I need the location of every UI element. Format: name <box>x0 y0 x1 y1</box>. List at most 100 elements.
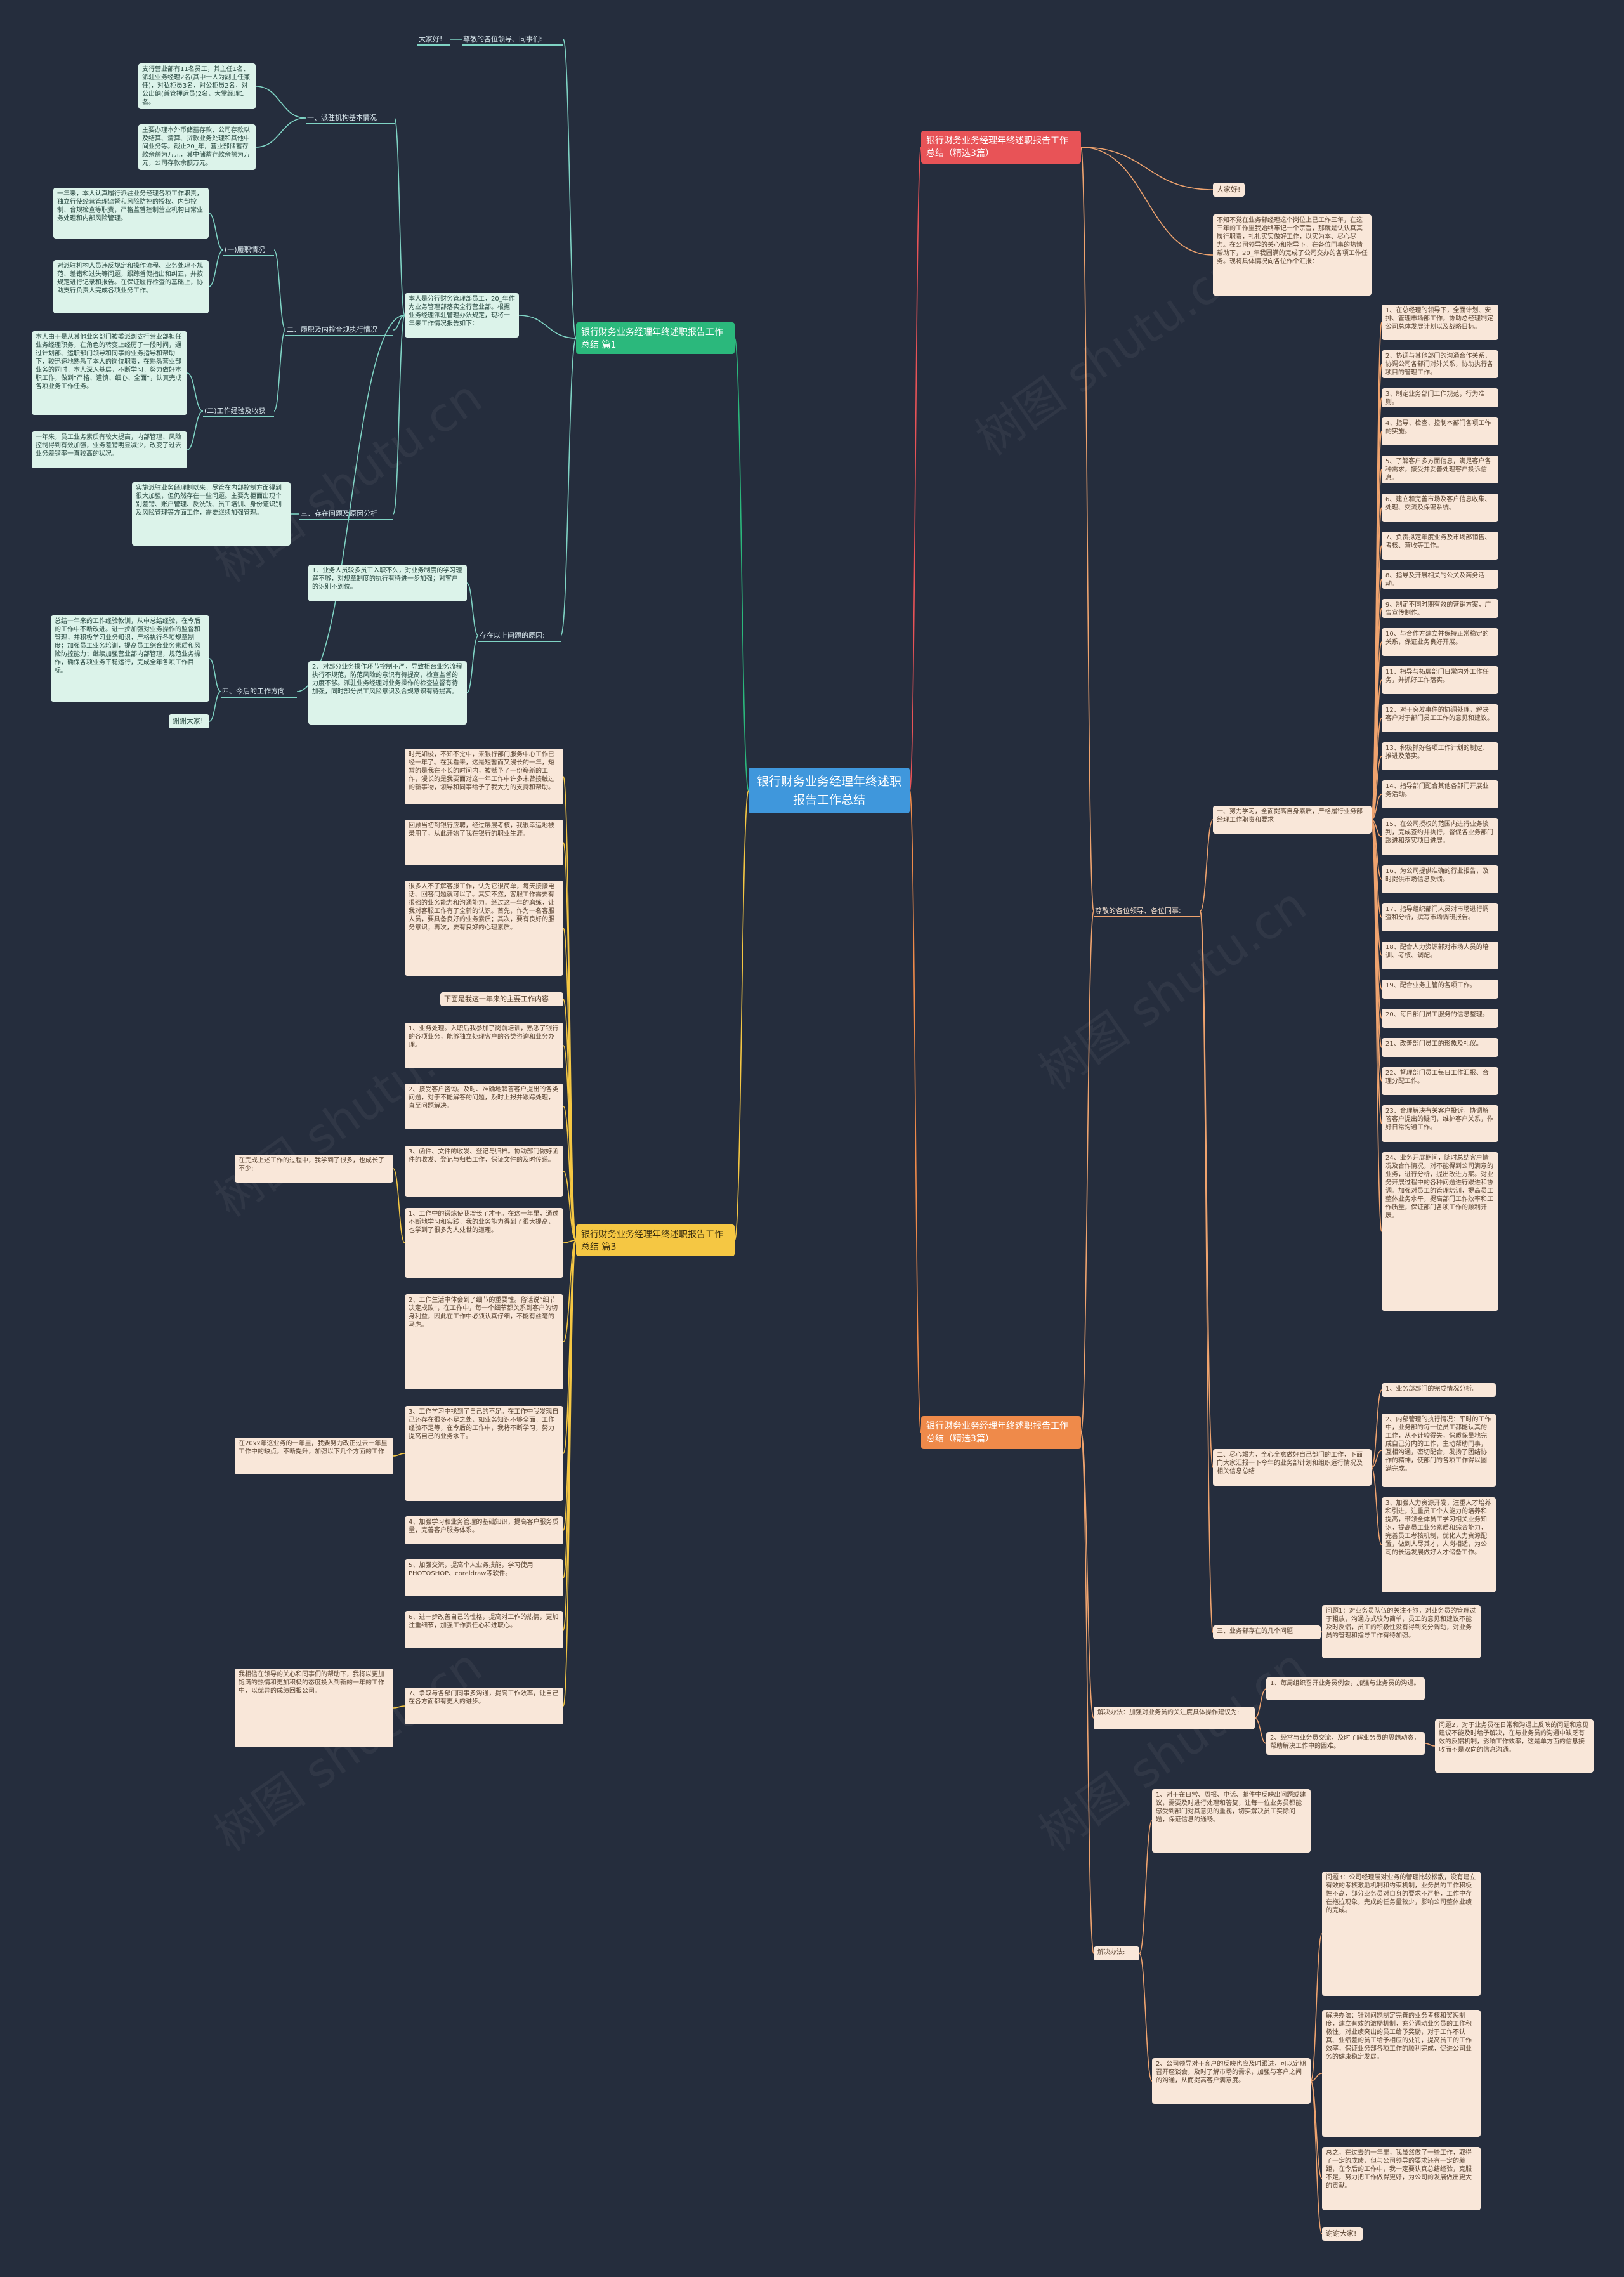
list-item[interactable]: 8、指导及开展相关的公关及商务活动。 <box>1382 570 1498 589</box>
leaf-text[interactable]: 主要办理本外币储蓄存款、公司存款以及结算、清算、贷款业务处理和其他中间业务等。截… <box>138 124 256 170</box>
list-item[interactable]: 7、争取与各部门同事多沟通，提高工作效率，让自己在各方面都有更大的进步。 <box>405 1688 563 1724</box>
connector <box>255 86 306 119</box>
leaf-text[interactable]: 2、对部分业务操作环节控制不严，导致柜台业务流程执行不规范，防范风险的意识有待提… <box>308 661 467 725</box>
leaf-text[interactable]: 对派驻机构人员违反规定和操作流程、业务处理不规范、差错和过失等问题，跟踪督促指出… <box>53 260 209 313</box>
branch-part3[interactable]: 银行财务业务经理年终述职报告工作总结 篇3 <box>576 1224 735 1256</box>
leaf-text[interactable]: 总之，在过去的一年里，我虽然做了一些工作，取得了一定的成绩，但与公司领导的要求还… <box>1322 2147 1481 2210</box>
connector <box>208 249 224 287</box>
list-item[interactable]: 4、指导、检查、控制本部门各项工作的实施。 <box>1382 417 1498 445</box>
list-item[interactable]: 14、指导部门配合其他各部门开展业务活动。 <box>1382 780 1498 808</box>
list-item[interactable]: 20、每日部门员工服务的信息整理。 <box>1382 1009 1498 1028</box>
part1-intro[interactable]: 本人是分行财务管理部员工，20_年作为业务管理部落实全行营业部。根据业务经理派驻… <box>405 293 519 338</box>
leaf-text[interactable]: 时光如梭，不知不觉中，来银行部门服务中心工作已经一年了。在我看来，这是短暂而又漫… <box>405 749 563 804</box>
list-item[interactable]: 13、积极抓好各项工作计划的制定、推进及落实。 <box>1382 742 1498 770</box>
leaf-thanks[interactable]: 谢谢大家! <box>1322 2227 1363 2241</box>
leaf-text[interactable]: 解决办法：针对问题制定完善的业务考核和奖惩制度，建立有效的激励机制，充分调动业务… <box>1322 2010 1481 2137</box>
list-item[interactable]: 19、配合业务主管的各项工作。 <box>1382 980 1498 999</box>
list-item[interactable]: 2、公司领导对于客户的反映也应及时跟进，可以定期召开座谈会，及时了解市场的需求，… <box>1152 2058 1311 2104</box>
list-item[interactable]: 1、业务部部门的完成情况分析。 <box>1382 1383 1496 1397</box>
list-item[interactable]: 16、为公司提供准确的行业报告，及时提供市场信息反馈。 <box>1382 865 1498 893</box>
list-item[interactable]: 21、改善部门员工的形象及礼仪。 <box>1382 1038 1498 1057</box>
leaf-text[interactable]: 本人由于是从其他业务部门被委派到支行营业部担任业务经理职务，在角色的转变上经历了… <box>32 331 187 415</box>
list-item[interactable]: 1、每周组织召开业务员例会，加强与业务员的沟通。 <box>1266 1677 1425 1700</box>
section-problems[interactable]: 三、存在问题及原因分析 <box>299 508 393 520</box>
leaf-thanks[interactable]: 谢谢大家! <box>169 714 209 728</box>
respect-label[interactable]: 尊敬的各位领导、各位同事: <box>1094 905 1200 917</box>
list-item[interactable]: 23、合理解决有关客户投诉，协调解答客户提出的疑问，维护客户关系，作好日常沟通工… <box>1382 1105 1498 1142</box>
leaf-tag[interactable]: 下面是我这一年来的主要工作内容 <box>440 992 563 1006</box>
list-item[interactable]: 2、协调与其他部门的沟通合作关系，协调公司各部门对外关系，协助执行各项目的管理工… <box>1382 350 1498 378</box>
leaf-text[interactable]: 不知不觉在业务部经理这个岗位上已工作三年，在这三年的工作里我始终牢记一个宗旨，那… <box>1213 214 1372 296</box>
section-causes[interactable]: 存在以上问题的原因: <box>478 629 561 642</box>
section-report[interactable]: 二、尽心竭力，全心全意做好自己部门的工作，下面向大家汇报一下今年的业务部计划和组… <box>1213 1449 1372 1486</box>
list-item[interactable]: 1、对于在日常、周报、电话、邮件中反映出问题或建议，需要及时进行处理和答复，让每… <box>1152 1789 1311 1853</box>
leaf-text[interactable]: 回顾当初到银行应聘，经过层层考核，我很幸运地被录用了，从此开始了我在银行的职业生… <box>405 820 563 865</box>
list-item[interactable]: 7、负责拟定年度业务及市场部销售、考核、营收等工作。 <box>1382 532 1498 560</box>
list-item[interactable]: 5、加强交流，提高个人业务技能，学习使用PHOTOSHOP、coreldraw等… <box>405 1559 563 1596</box>
connector <box>394 117 405 316</box>
leaf-text[interactable]: 问题3：公司经理层对业务的管理比较松散，没有建立有效的考核激励机制和约束机制，业… <box>1322 1872 1481 1996</box>
connector <box>208 213 224 251</box>
leaf-text[interactable]: 问题2，对于业务员在日常和沟通上反映的问题和意见建议不能及时给予解决，在与业务员… <box>1435 1719 1594 1773</box>
leaf-text[interactable]: 问题1：对业务员队伍的关注不够，对业务员的管理过于粗放，沟通方式较为简单，员工的… <box>1322 1605 1481 1658</box>
section-future[interactable]: 四、今后的工作方向 <box>221 685 297 698</box>
solution-1-label[interactable]: 解决办法：加强对业务员的关注度具体操作建议为: <box>1094 1707 1255 1729</box>
leaf-text[interactable]: 实施派驻业务经理制以来，尽管在内部控制方面得到很大加强，但仍然存在一些问题。主要… <box>132 482 291 546</box>
list-item[interactable]: 3、工作学习中找到了自己的不足。在工作中我发现自己还存在很多不足之处，如业务知识… <box>405 1406 563 1501</box>
list-item[interactable]: 11、指导与拓展部门日常内外工作任务，并抓好工作落实。 <box>1382 666 1498 694</box>
root-topic[interactable]: 银行财务业务经理年终述职报告工作总结 <box>749 768 910 813</box>
solution-2-label[interactable]: 解决办法: <box>1094 1946 1139 1960</box>
list-item[interactable]: 17、指导组织部门人员对市场进行调查和分析，撰写市场调研报告。 <box>1382 903 1498 931</box>
list-item[interactable]: 15、在公司授权的范围内进行业务谈判，完成签约并执行，督促各业务部门跟进和落实项… <box>1382 818 1498 855</box>
leaf-tag[interactable]: 在完成上述工作的过程中，我学到了很多，也成长了不少: <box>235 1155 393 1183</box>
leaf-text[interactable]: 我相信在领导的关心和同事们的帮助下，我将以更加饱满的热情和更加积极的态度投入到新… <box>235 1669 393 1747</box>
list-item[interactable]: 3、函件、文件的收发、登记与归档。协助部门做好函件的收发、登记与归档工作，保证文… <box>405 1146 563 1197</box>
list-item[interactable]: 22、督理部门员工每日工作汇报、合理分配工作。 <box>1382 1067 1498 1095</box>
subsection-experience[interactable]: (二)工作经验及收获 <box>203 405 274 417</box>
subsection-duty[interactable]: (一)履职情况 <box>223 244 274 256</box>
leaf-text[interactable]: 1、业务人员较多员工入职不久，对业务制度的学习理解不够，对规章制度的执行有待进一… <box>308 565 467 601</box>
connector <box>563 1240 577 1243</box>
greeting-tag[interactable]: 大家好! <box>417 33 450 46</box>
connector <box>563 1106 577 1241</box>
list-item[interactable]: 6、建立和完善市场及客户信息收集、处理、交流及保密系统。 <box>1382 494 1498 522</box>
leaf-tag[interactable]: 在20xx年这业务的一年里，我要努力改正过去一年里工作中的缺点，不断提升，加强以… <box>235 1438 393 1474</box>
branch-part2[interactable]: 银行财务业务经理年终述职报告工作总结（精选3篇） <box>921 131 1081 164</box>
section-duty[interactable]: 二、履职及内控合规执行情况 <box>285 324 393 336</box>
connector <box>734 338 749 791</box>
list-item[interactable]: 3、加强人力资源开发，注重人才培养和引进，注重员工个人能力的培养和提高，带领全体… <box>1382 1497 1496 1592</box>
list-item[interactable]: 18、配合人力资源部对市场人员的培训、考核、调配。 <box>1382 942 1498 969</box>
leaf-text[interactable]: 总结一年来的工作经验教训，从中总结经验，在今后的工作中不断改进。进一步加强对业务… <box>51 615 209 702</box>
list-item[interactable]: 9、制定不同时期有效的营销方案，广告宣传制作。 <box>1382 599 1498 618</box>
branch-part2-detail[interactable]: 银行财务业务经理年终述职报告工作总结（精选3篇） <box>921 1416 1081 1449</box>
list-item[interactable]: 12、对于突发事件的协调处理，解决客户对于部门员工工作的意见和建议。 <box>1382 704 1498 732</box>
list-item[interactable]: 2、接受客户咨询。及时、准确地解答客户提出的各类问题，对于不能解答的问题，及时上… <box>405 1084 563 1129</box>
connector <box>1371 756 1382 820</box>
leaf-text[interactable]: 很多人不了解客服工作，认为它很简单，每天接接电话、回答问题就可以了。其实不然，客… <box>405 881 563 976</box>
list-item[interactable]: 4、加强学习和业务管理的基础知识，提高客户服务质量，完善客户服务体系。 <box>405 1516 563 1544</box>
list-item[interactable]: 24、业务开展期间，随时总结客户情况及合作情况，对不能得到公司满意的业务，进行分… <box>1382 1152 1498 1311</box>
list-item[interactable]: 5、了解客户多方面信息，满足客户各种需求，接受并妥善处理客户投诉信息。 <box>1382 456 1498 483</box>
greeting-tag[interactable]: 大家好! <box>1213 183 1245 197</box>
list-item[interactable]: 10、与合作方建立并保持正常稳定的关系，保证业务良好开展。 <box>1382 628 1498 656</box>
list-item[interactable]: 1、在总经理的领导下，全面计划、安排、管理市场部工作，协助总经理制定公司总体发展… <box>1382 305 1498 340</box>
greeting[interactable]: 尊敬的各位领导、同事们: <box>462 33 563 46</box>
section-basic-info[interactable]: 一、派驻机构基本情况 <box>306 112 395 124</box>
list-item[interactable]: 1、工作中的锻炼使我增长了才干。在这一年里，通过不断地学习和实践，我的业务能力得… <box>405 1208 563 1278</box>
list-item[interactable]: 1、业务处理。入职后我参加了岗前培训，熟悉了银行的各项业务，能够独立处理客户的各… <box>405 1023 563 1068</box>
leaf-text[interactable]: 一年来，本人认真履行派驻业务经理各项工作职责，独立行使经营管理监督和风险防控的授… <box>53 188 209 239</box>
section-issues[interactable]: 三、业务部存在的几个问题 <box>1213 1625 1321 1639</box>
list-item[interactable]: 3、制定业务部门工作规范，行为准则。 <box>1382 388 1498 407</box>
section-duties[interactable]: 一、努力学习，全面提高自身素质，严格履行业务部经理工作职责和要求 <box>1213 806 1372 834</box>
leaf-text[interactable]: 一年来，员工业务素质有较大提高，内部管理、风险控制得到有效加强，业务差错明显减少… <box>32 431 187 468</box>
list-item[interactable]: 2、内部管理的执行情况：平时的工作中，业务部的每一位员工都能认真的工作，从不计较… <box>1382 1414 1496 1487</box>
leaf-text[interactable]: 支行营业部有11名员工，其主任1名、派驻业务经理2名(其中一人为副主任兼任)，对… <box>138 63 256 109</box>
list-item[interactable]: 2、经常与业务员交流，及时了解业务员的思想动态，帮助解决工作中的困难。 <box>1266 1732 1425 1755</box>
branch-part1[interactable]: 银行财务业务经理年终述职报告工作总结 篇1 <box>576 322 735 354</box>
connector <box>1080 147 1214 190</box>
connector <box>393 315 405 515</box>
list-item[interactable]: 2、工作生活中体会到了细节的重要性。俗话说“细节决定成败”，在工作中，每一个细节… <box>405 1294 563 1389</box>
list-item[interactable]: 6、进一步改善自己的性格，提高对工作的热情，更加注重细节，加强工作责任心和进取心… <box>405 1611 563 1648</box>
connector <box>1371 1450 1382 1468</box>
connector <box>734 790 749 1241</box>
